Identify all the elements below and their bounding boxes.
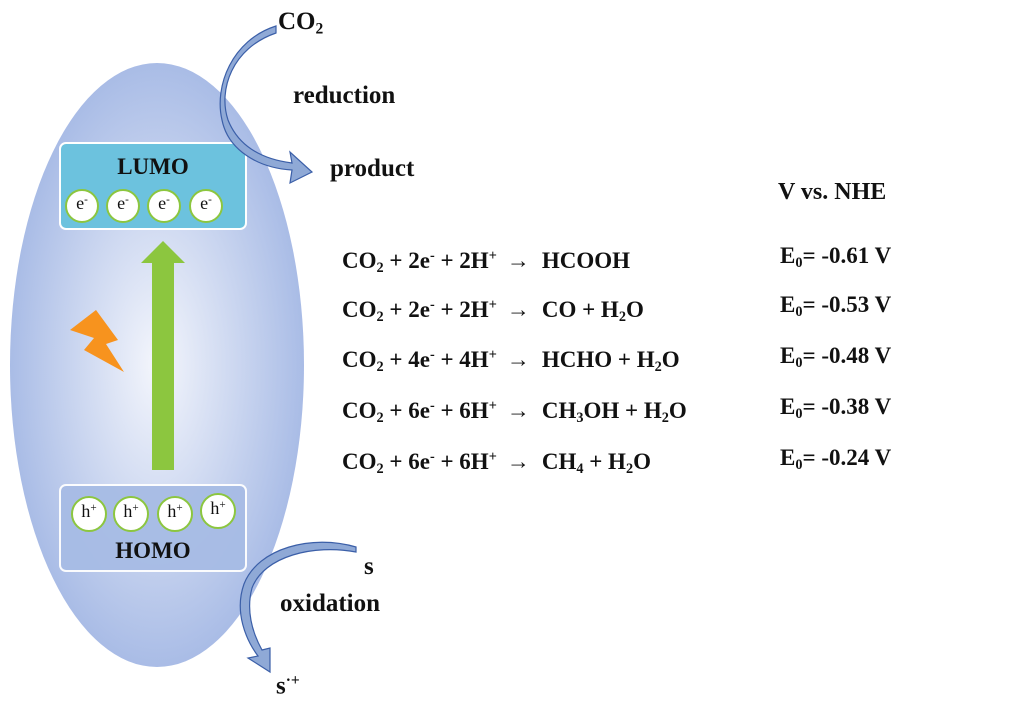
reduction-product: product (330, 155, 415, 182)
reaction-reactants: CO2 + 2e- + 2H+ (342, 297, 497, 325)
reaction-arrow: → (506, 347, 530, 372)
reaction-reactants: CO2 + 4e- + 4H+ (342, 347, 497, 375)
reaction-arrow: → (506, 398, 530, 423)
hole-label: h+ (123, 501, 139, 521)
hole-circle (71, 496, 107, 532)
electron-label: e- (117, 193, 129, 213)
electron-circle (147, 189, 181, 223)
excitation-arrow (141, 241, 185, 470)
reaction-equation: CO2 + 6e- + 6H+ → CH3OH + H2O (342, 398, 687, 427)
homo-band (59, 484, 247, 572)
oxidation-reactant: s (364, 553, 374, 580)
hole-label: h+ (210, 498, 226, 518)
electron-label: e- (200, 193, 212, 213)
reaction-products: CH4 + H2O (541, 449, 651, 477)
reaction-arrow: → (506, 248, 530, 273)
reduction-reactant: CO2 (278, 8, 324, 38)
oxidation-curved-arrow (239, 541, 357, 674)
electron-circle (65, 189, 99, 223)
reaction-reactants: CO2 + 6e- + 6H+ (342, 398, 497, 426)
hole-group (71, 493, 236, 532)
reaction-arrow: → (506, 449, 530, 474)
electron-circle (189, 189, 223, 223)
reaction-arrow: → (506, 297, 530, 322)
reaction-equation: CO2 + 2e- + 2H+ → HCOOH (342, 248, 630, 277)
reaction-equation: CO2 + 4e- + 4H+ → HCHO + H2O (342, 347, 680, 376)
potential-header: V vs. NHE (778, 179, 887, 205)
reaction-products: CH3OH + H2O (541, 398, 687, 426)
reduction-label: reduction (293, 82, 396, 109)
reaction-equation: CO2 + 6e- + 6H+ → CH4 + H2O (342, 449, 651, 478)
hole-circle (200, 493, 236, 529)
reaction-products: CO + H2O (541, 297, 644, 325)
oxidation-label: oxidation (280, 590, 381, 617)
electron-label: e- (76, 193, 88, 213)
reaction-potential: E0= -0.38 V (780, 394, 892, 422)
electron-label: e- (158, 193, 170, 213)
electron-group (65, 189, 223, 223)
oxidation-product: s·+ (276, 672, 300, 700)
hole-circle (157, 496, 193, 532)
reaction-potential: E0= -0.61 V (780, 243, 892, 271)
electron-circle (106, 189, 140, 223)
reaction-potential: E0= -0.48 V (780, 343, 892, 371)
hole-label: h+ (81, 501, 97, 521)
lumo-label: LUMO (117, 154, 189, 179)
lightning-icon (70, 310, 124, 372)
reaction-products: HCOOH (541, 248, 630, 273)
reaction-products: HCHO + H2O (541, 347, 680, 375)
reaction-reactants: CO2 + 6e- + 6H+ (342, 449, 497, 477)
hole-circle (113, 496, 149, 532)
reaction-reactants: CO2 + 2e- + 2H+ (342, 248, 497, 276)
reaction-potential: E0= -0.53 V (780, 292, 892, 320)
reaction-equation: CO2 + 2e- + 2H+ → CO + H2O (342, 297, 644, 326)
reaction-potential: E0= -0.24 V (780, 445, 892, 473)
homo-label: HOMO (115, 538, 191, 563)
hole-label: h+ (167, 501, 183, 521)
reduction-curved-arrow (219, 25, 314, 185)
